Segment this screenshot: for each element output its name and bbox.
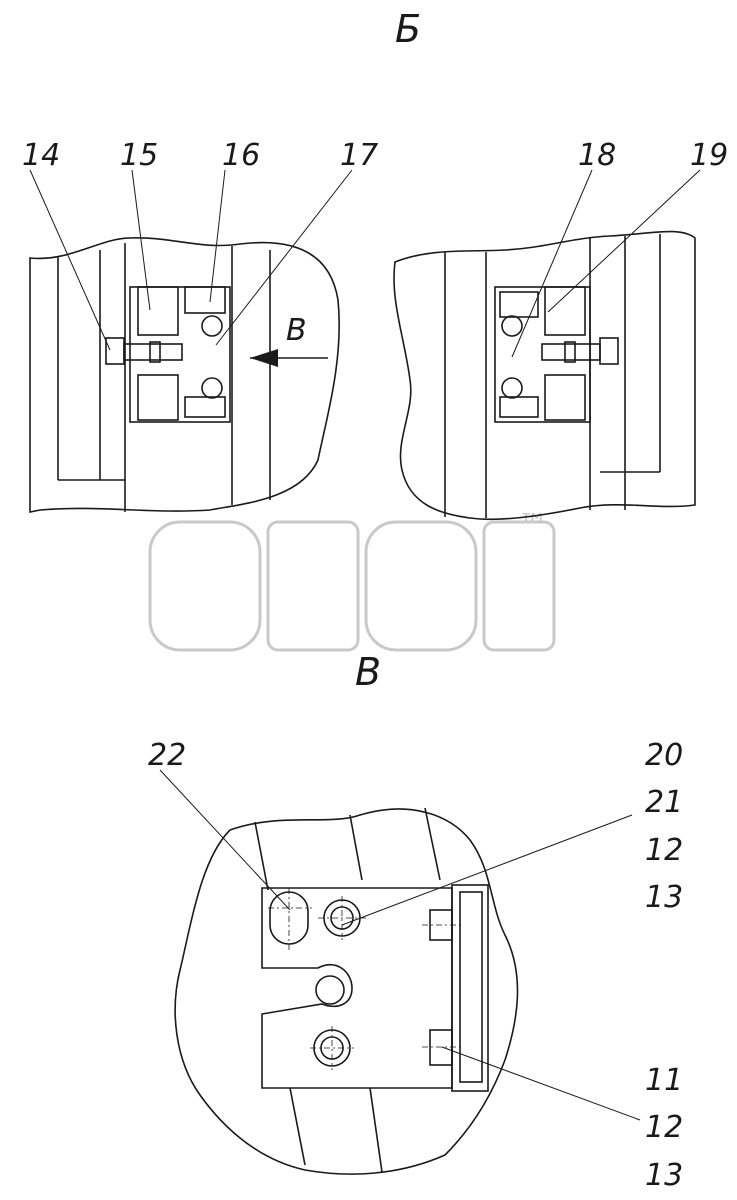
callout-16: 16 [222,138,260,173]
watermark-trademark: ™ [518,508,548,543]
callout-13-upper: 13 [645,880,683,915]
callout-14: 14 [22,138,60,173]
callout-22: 22 [148,738,186,773]
callout-13-lower: 13 [645,1158,683,1193]
arrow-label-v: В [286,313,307,348]
callout-17: 17 [340,138,378,173]
callout-12-lower: 12 [645,1110,683,1145]
assembly-bottom-view-v [174,807,519,1175]
callout-18: 18 [578,138,616,173]
assembly-top-right [393,230,696,521]
callout-20: 20 [645,738,683,773]
view-title-v: В [355,650,381,694]
callout-12-upper: 12 [645,833,683,868]
view-title-b: Б [395,7,421,51]
assembly-top-left: В [29,237,340,513]
callout-19: 19 [690,138,728,173]
callout-11: 11 [645,1063,683,1098]
callout-15: 15 [120,138,158,173]
watermark-logo: ™ [148,508,556,652]
callout-21: 21 [645,785,683,820]
